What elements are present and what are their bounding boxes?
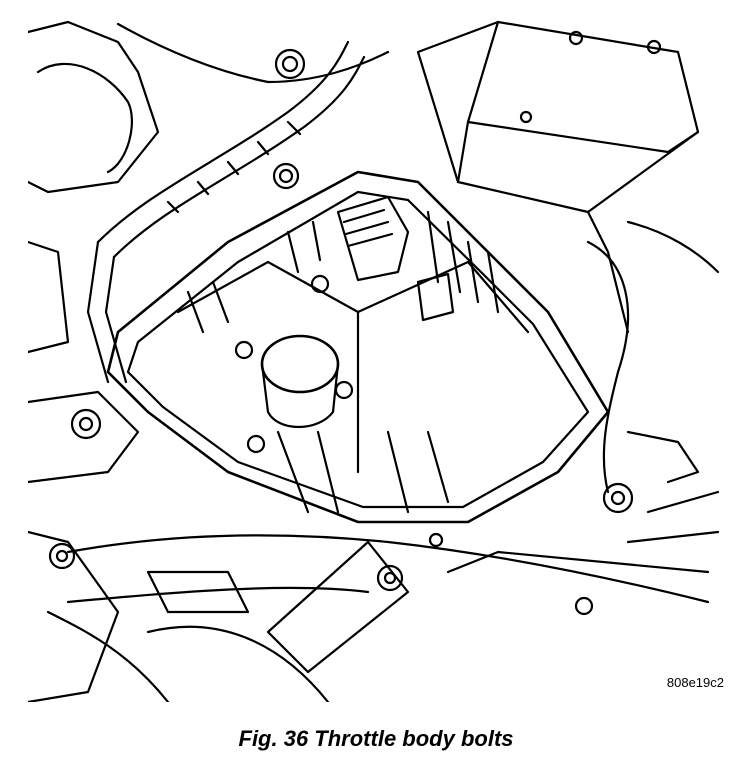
battery-box <box>416 20 700 334</box>
throttle-bore <box>260 334 340 394</box>
background-engine-parts <box>28 20 330 702</box>
bolt-icon <box>234 340 254 360</box>
bolt-icon <box>602 482 634 514</box>
bolt-icon <box>48 542 76 570</box>
bolt-icon <box>310 274 330 294</box>
bolt-icon <box>574 596 594 616</box>
bolt-icon <box>428 532 444 548</box>
bolt-icon <box>334 380 354 400</box>
lower-frame <box>48 408 720 674</box>
figure-code: 808e19c2 <box>666 675 724 690</box>
bolt-icon <box>70 408 102 440</box>
wiring-harness <box>86 22 720 494</box>
bolt-icon <box>376 564 404 592</box>
bolt-icon <box>246 434 266 454</box>
throttle-body-illustration <box>28 20 720 702</box>
sensor-connector <box>336 195 410 282</box>
throttle-body <box>106 170 610 524</box>
figure-caption: Fig. 36 Throttle body bolts <box>238 726 514 751</box>
